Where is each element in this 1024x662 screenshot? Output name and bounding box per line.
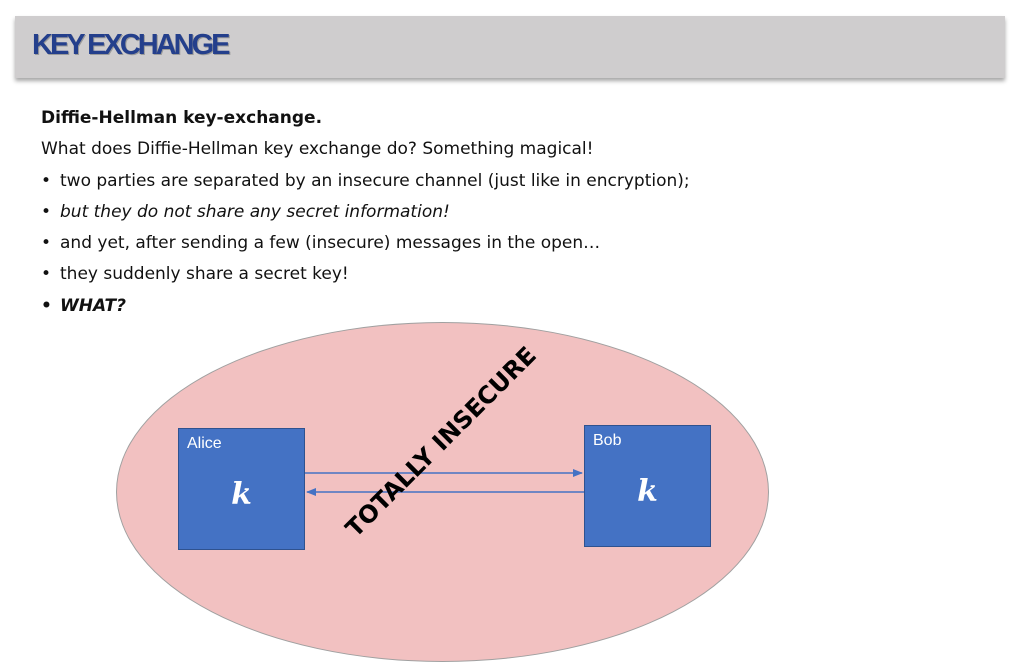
bullet-item-5: WHAT?	[41, 291, 941, 323]
channel-arrows	[305, 469, 584, 496]
slide-content: Diffie-Hellman key-exchange. What does D…	[41, 103, 941, 322]
slide-title: KEY EXCHANGE	[32, 29, 231, 61]
alice-box: Alice k	[178, 428, 305, 550]
bob-box: Bob k	[584, 425, 711, 547]
content-heading: Diffie-Hellman key-exchange.	[41, 108, 323, 128]
alice-key: k	[231, 477, 252, 512]
bob-key: k	[637, 474, 658, 509]
bob-label: Bob	[593, 432, 622, 449]
alice-label: Alice	[187, 435, 222, 452]
bullet-item-4: they suddenly share a secret key!	[41, 259, 941, 291]
bullet-item-1: two parties are separated by an insecure…	[41, 166, 941, 198]
bullet-item-2: but they do not share any secret informa…	[41, 197, 941, 229]
title-bar: KEY EXCHANGE	[15, 16, 1005, 78]
content-intro: What does Diffie-Hellman key exchange do…	[41, 139, 594, 160]
bullet-item-3: and yet, after sending a few (insecure) …	[41, 228, 941, 260]
